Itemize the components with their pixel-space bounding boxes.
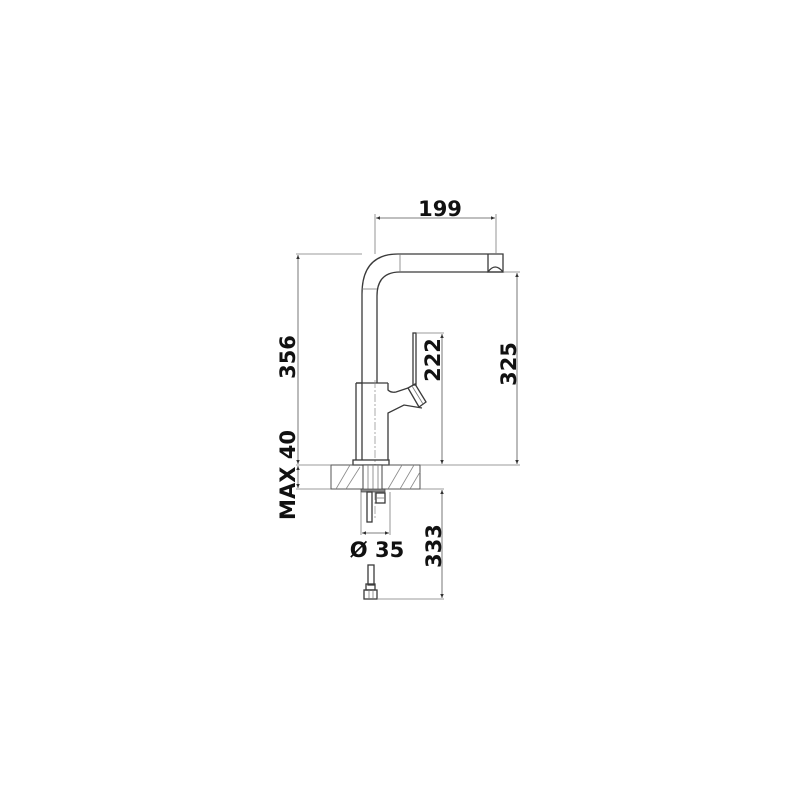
dim-lever-height: 222 bbox=[421, 338, 445, 382]
faucet-outline bbox=[352, 253, 505, 520]
dimension-labels: 199 356 MAX 40 222 325 333 Ø 35 bbox=[276, 197, 521, 568]
dim-hole-diameter: Ø 35 bbox=[350, 538, 404, 562]
countertop-section bbox=[330, 464, 421, 523]
dim-spout-reach: 199 bbox=[418, 197, 462, 221]
dim-max-countertop: MAX 40 bbox=[276, 430, 300, 520]
hose-connector bbox=[363, 564, 378, 600]
dimension-lines bbox=[296, 214, 520, 600]
dim-hose-length: 333 bbox=[422, 524, 446, 568]
dim-total-height: 356 bbox=[276, 335, 300, 379]
dim-spout-outlet-height: 325 bbox=[497, 342, 521, 386]
